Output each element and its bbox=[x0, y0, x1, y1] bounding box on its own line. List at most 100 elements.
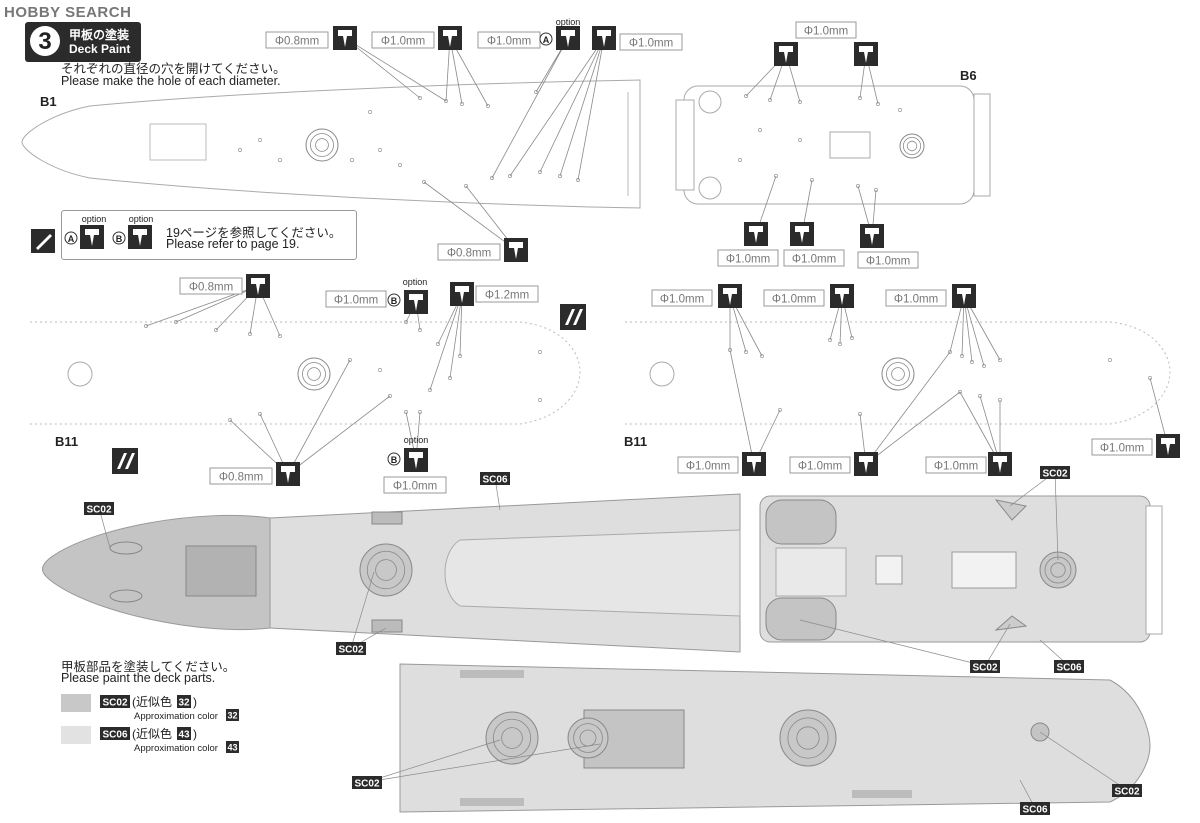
drill-icon-chuck bbox=[561, 30, 575, 36]
b1-turret-ring bbox=[305, 128, 339, 162]
hole-dot bbox=[436, 342, 440, 346]
paint-code-tag: SC06 bbox=[1020, 802, 1050, 816]
drill-icon bbox=[1156, 434, 1180, 458]
paint-code-box bbox=[352, 776, 382, 789]
b11-right-ring bbox=[649, 361, 675, 387]
hole-size-box bbox=[795, 21, 857, 39]
drill-icon bbox=[790, 222, 814, 246]
drill-icon bbox=[774, 42, 798, 66]
paint-code-tag: SC06 bbox=[480, 472, 510, 486]
sc02-stern-capstan-area bbox=[765, 597, 837, 641]
long-deck-turret bbox=[567, 717, 609, 759]
hole-dot bbox=[538, 398, 542, 402]
hole-dot bbox=[378, 368, 382, 372]
b6-bollard bbox=[698, 176, 722, 200]
ring-middle bbox=[366, 550, 406, 590]
hole-leader-line bbox=[344, 37, 421, 99]
ring-inner bbox=[501, 727, 523, 749]
option-text: option bbox=[404, 435, 429, 445]
drill-icon-chuck bbox=[509, 242, 523, 248]
hole-size-label: Φ1.0mm bbox=[619, 33, 683, 51]
hole-dot bbox=[174, 320, 178, 324]
hole-size-label: Φ1.0mm bbox=[763, 289, 825, 307]
hole-leader-line bbox=[509, 37, 605, 177]
drill-icon-bit bbox=[784, 52, 788, 63]
drill-icon-chuck bbox=[779, 46, 793, 52]
paint-code-text: SC02 bbox=[1042, 469, 1067, 480]
option-text: option bbox=[129, 214, 154, 224]
drill-icon-chuck bbox=[865, 228, 879, 234]
hole-leader-line bbox=[287, 395, 391, 475]
hole-leader-line bbox=[449, 293, 463, 379]
hole-size-label: Φ0.8mm bbox=[437, 243, 501, 261]
ring-outer bbox=[899, 133, 925, 159]
drill-icon-chuck bbox=[409, 452, 423, 458]
option-text: option bbox=[556, 17, 581, 27]
drill-icon-chuck bbox=[859, 46, 873, 52]
paint-code-box bbox=[970, 660, 1000, 673]
ring-middle bbox=[886, 362, 910, 386]
stripe-icon-box bbox=[112, 448, 138, 474]
option-letter-text: B bbox=[391, 455, 398, 465]
refer-note-jp: 19ページを参照してください。 bbox=[166, 226, 342, 240]
stern-deck-fairlead bbox=[994, 499, 1028, 521]
paint-code-box bbox=[84, 502, 114, 515]
hole-size-label: Φ0.8mm bbox=[179, 277, 243, 295]
sc02-long-deck-block bbox=[583, 709, 685, 769]
hole-size-label: Φ1.0mm bbox=[477, 31, 541, 49]
hole-size-box bbox=[677, 456, 739, 474]
hole-dot bbox=[1148, 376, 1152, 380]
hole-dot bbox=[982, 364, 986, 368]
hole-dot bbox=[422, 180, 426, 184]
b11-right-turret-ring bbox=[881, 357, 915, 391]
option-a-marker: A bbox=[64, 231, 78, 245]
drill-icon-chuck bbox=[409, 294, 423, 300]
long-deck-rail bbox=[852, 790, 912, 798]
ring-outer bbox=[305, 128, 339, 162]
drill-icon-chuck bbox=[795, 226, 809, 232]
legend-approx-num-box bbox=[226, 709, 239, 721]
drill-icon bbox=[854, 452, 878, 476]
sc02-bow-deck-fore bbox=[42, 514, 271, 631]
legend-approx-num-box bbox=[226, 741, 239, 753]
drill-icon-chuck bbox=[993, 456, 1007, 462]
hole-leader-line bbox=[729, 349, 755, 465]
paint-swatch bbox=[61, 726, 91, 744]
ring-middle bbox=[310, 133, 334, 157]
hole-leader-line bbox=[287, 359, 351, 475]
hole-dot bbox=[388, 394, 392, 398]
option-a-marker: A bbox=[539, 32, 553, 46]
hole-size-box bbox=[383, 476, 447, 494]
hole-size-box bbox=[885, 289, 947, 307]
hole-size-text: Φ1.0mm bbox=[798, 461, 842, 473]
hole-size-label: Φ1.0mm bbox=[383, 476, 447, 494]
b1-part-label: B1 bbox=[40, 94, 57, 109]
hole-dot bbox=[486, 104, 490, 108]
paint-code-tag: SC02 bbox=[1040, 466, 1070, 480]
paint-code-tag: SC02 bbox=[336, 642, 366, 656]
paint-code-text: SC06 bbox=[1022, 805, 1047, 816]
hole-size-label: Φ1.0mm bbox=[325, 290, 387, 308]
hole-size-text: Φ1.0mm bbox=[686, 461, 730, 473]
drill-icon-bit bbox=[962, 294, 966, 305]
b11-right-deck-outline bbox=[625, 321, 1171, 425]
hole-size-label: Φ1.0mm bbox=[795, 21, 857, 39]
option-letter-text: B bbox=[116, 234, 123, 244]
hole-size-box bbox=[179, 277, 243, 295]
drill-icon-bit bbox=[286, 472, 290, 483]
hole-size-text: Φ1.0mm bbox=[660, 294, 704, 306]
stern-deck-hatch bbox=[775, 547, 847, 597]
stern-deck-hatch bbox=[875, 555, 903, 585]
option-letter-text: A bbox=[543, 35, 550, 45]
paint-code-box bbox=[1020, 802, 1050, 815]
hole-size-text: Φ0.8mm bbox=[219, 472, 263, 484]
drill-icon-chuck bbox=[85, 229, 99, 235]
step-title-jp: 甲板の塗装 bbox=[69, 28, 130, 42]
hole-size-box bbox=[325, 290, 387, 308]
hobby-search-watermark: HOBBY SEARCH bbox=[4, 4, 132, 21]
bow-deck-bitt bbox=[371, 619, 403, 633]
drill-icon-bit bbox=[138, 235, 142, 246]
paint-code-tag: SC02 bbox=[1112, 784, 1142, 798]
